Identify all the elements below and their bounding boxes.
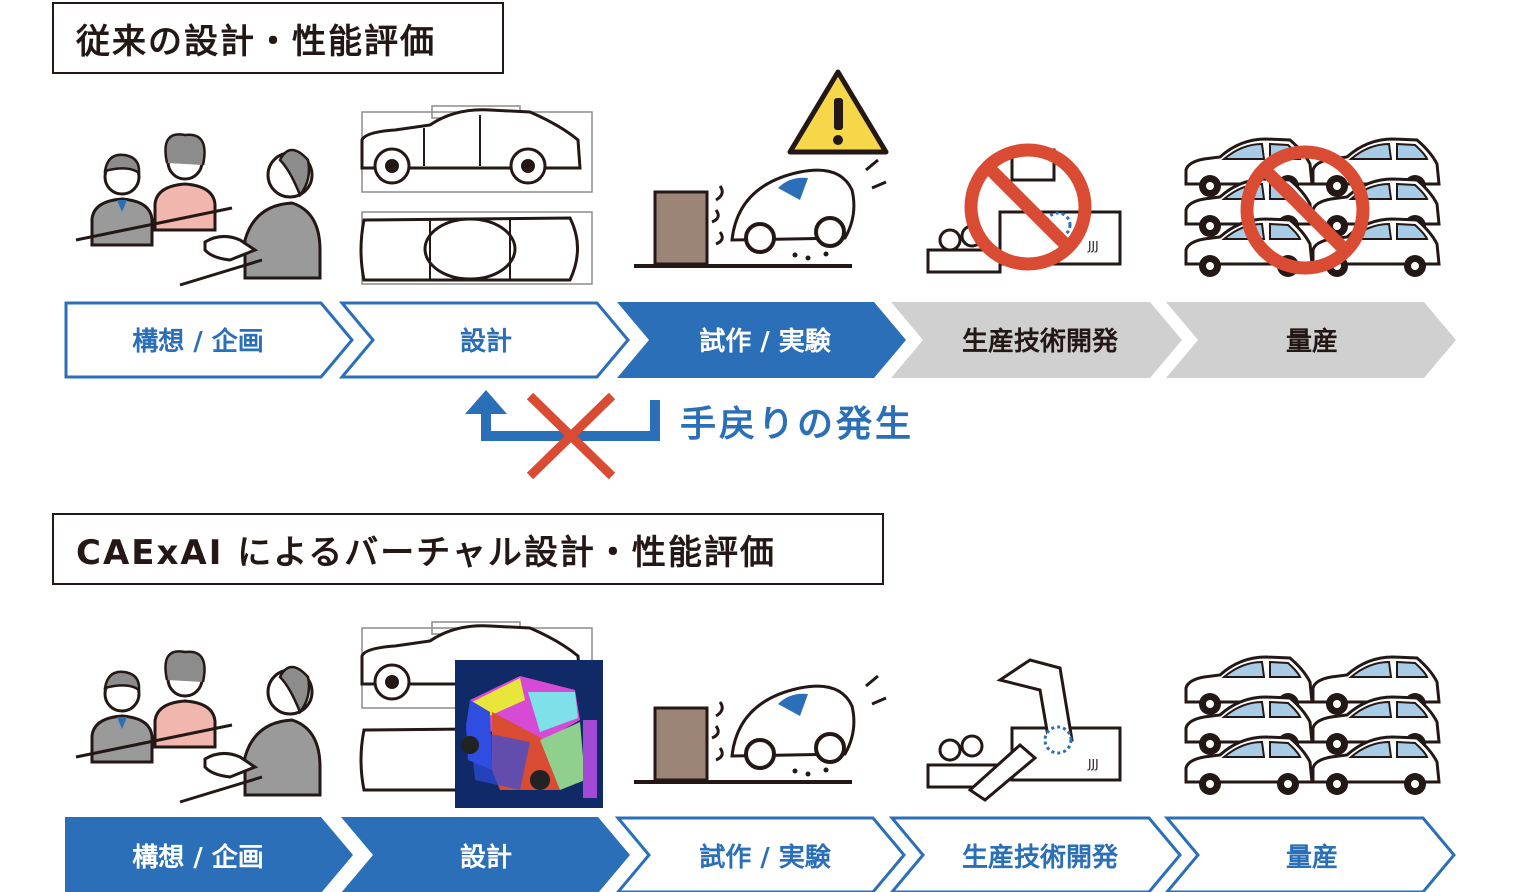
flow-step-label: 量産: [1286, 326, 1338, 357]
prohibited-icon: [964, 143, 1092, 271]
flow-step-concept: 構想 / 企画: [65, 817, 353, 892]
rework-label: 手戻りの発生: [680, 404, 914, 445]
flow-step-prototype: 試作 / 実験: [614, 816, 906, 892]
section-title-conventional: 従来の設計・性能評価: [52, 2, 504, 74]
car-drawing-icon: [359, 105, 593, 285]
flow-step-mass-production: 量産: [1166, 302, 1456, 378]
flow-step-prototype: 試作 / 実験: [617, 302, 906, 378]
flow-step-label: 量産: [1286, 842, 1338, 873]
prohibited-icon: [1240, 145, 1370, 275]
flow-step-design: 設計: [338, 301, 630, 379]
flow-step-label: 試作 / 実験: [699, 326, 832, 357]
flow-step-production-engineering: 生産技術開発: [888, 816, 1182, 892]
cae-simulation-image: [455, 660, 603, 808]
factory-robot-icon: JJJ: [926, 658, 1122, 802]
crash-test-icon: [634, 674, 887, 784]
flow-step-label: 設計: [460, 842, 512, 873]
flow-step-label: 構想 / 企画: [132, 842, 264, 873]
warning-icon: [787, 69, 889, 155]
meeting-icon: [75, 650, 322, 804]
cross-mark-icon: [526, 392, 616, 480]
meeting-icon: [75, 133, 322, 287]
section-title-cae-ai: CAExAI によるバーチャル設計・性能評価: [52, 513, 884, 585]
flow-step-label: 設計: [460, 326, 512, 357]
svg-text:JJJ: JJJ: [1087, 239, 1099, 253]
mass-production-cars-icon: [1184, 655, 1441, 797]
flow-step-label: 生産技術開発: [962, 326, 1119, 357]
crash-test-icon: [634, 158, 887, 268]
svg-text:JJJ: JJJ: [1087, 757, 1099, 771]
flow-step-production-engineering: 生産技術開発: [891, 302, 1182, 378]
flow-step-mass-production: 量産: [1163, 816, 1456, 892]
flow-step-label: 構想 / 企画: [132, 326, 264, 357]
flow-step-label: 試作 / 実験: [699, 842, 832, 873]
flow-step-design: 設計: [341, 817, 630, 892]
mass-production-cars-icon: [1184, 137, 1441, 279]
flow-step-label: 生産技術開発: [962, 842, 1119, 873]
flow-step-concept: 構想 / 企画: [64, 301, 354, 379]
